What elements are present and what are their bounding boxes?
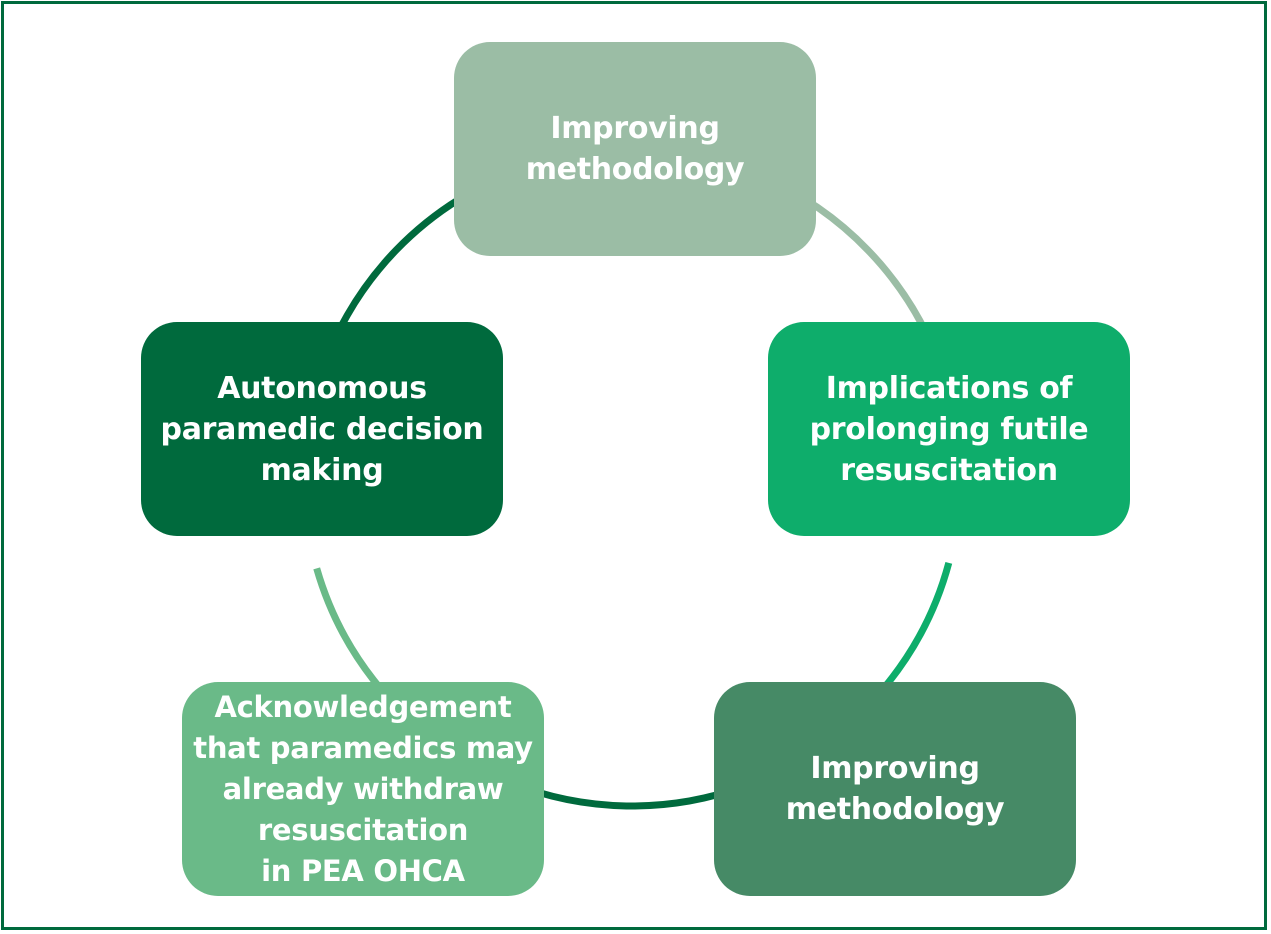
node-top-label: Improving methodology <box>525 111 745 187</box>
node-bottom-left-label: Acknowledgement that paramedics may alre… <box>193 689 533 888</box>
node-top-improving-methodology: Improving methodology <box>454 42 816 256</box>
arc-bottom-right-to-bottom-left <box>507 778 746 810</box>
node-bottom-right-improving-methodology: Improving methodology <box>714 682 1076 896</box>
node-bottom-right-label: Improving methodology <box>785 751 1005 827</box>
node-left-label: Autonomous paramedic decision making <box>160 370 484 488</box>
node-left-autonomous-decision: Autonomous paramedic decision making <box>141 322 503 536</box>
node-right-implications: Implications of prolonging futile resusc… <box>768 322 1130 536</box>
node-right-label: Implications of prolonging futile resusc… <box>809 370 1089 488</box>
node-bottom-left-acknowledgement: Acknowledgement that paramedics may alre… <box>182 682 544 896</box>
